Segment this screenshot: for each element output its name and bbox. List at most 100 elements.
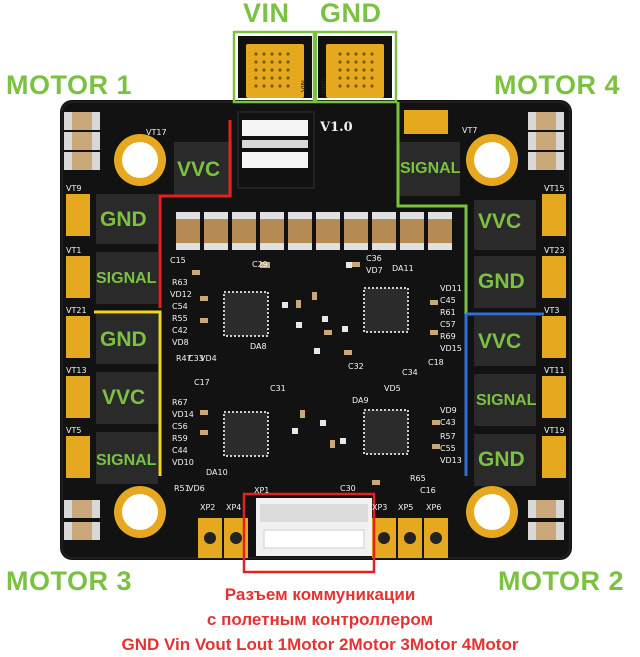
vin-pad <box>238 36 312 98</box>
part-silk: C57 <box>440 320 456 329</box>
caption-line-1: Разъем коммуникации <box>224 585 416 604</box>
part-silk: C18 <box>428 358 444 367</box>
xp4-silk: XP4 <box>226 503 242 512</box>
vt11-silk: VT11 <box>544 366 565 375</box>
part-silk: R55 <box>172 314 188 323</box>
da10-silk: DA10 <box>206 468 228 477</box>
xp6-silk: XP6 <box>426 503 442 512</box>
part-silk: VD12 <box>170 290 192 299</box>
motor-3-label: MOTOR 3 <box>6 566 133 596</box>
vt3-silk: VT3 <box>544 306 560 315</box>
part-silk: VD9 <box>440 406 457 415</box>
part-silk: VD13 <box>440 456 462 465</box>
xp5-silk: XP5 <box>398 503 414 512</box>
green-wire <box>396 102 468 314</box>
part-silk: C29 <box>252 260 268 269</box>
xp3-silk: XP3 <box>372 503 388 512</box>
red-wire <box>158 120 232 308</box>
part-silk: C16 <box>420 486 436 495</box>
part-silk: VD4 <box>200 354 217 363</box>
pad-label-right-vvc-2: VVC <box>478 330 522 353</box>
motor-2-label: MOTOR 2 <box>498 566 625 596</box>
pad-label-right-gnd-1: GND <box>478 270 525 293</box>
part-silk: VD8 <box>172 338 189 347</box>
mcu-chips <box>223 287 409 457</box>
part-silk: C36 <box>366 254 382 263</box>
vt9-silk: VT9 <box>66 184 82 193</box>
vt5-silk: VT5 <box>66 426 82 435</box>
vt7-silk: VT7 <box>462 126 478 135</box>
vt17-silk: VT17 <box>146 128 167 137</box>
caption-line-2: с полетным контроллером <box>206 610 434 629</box>
mounting-hole <box>466 134 518 186</box>
part-silk: R61 <box>440 308 456 317</box>
pad-label-right-signal: SIGNAL <box>476 392 537 409</box>
pad-label-left-gnd-2: GND <box>100 328 147 351</box>
part-silk: R67 <box>172 398 188 407</box>
part-silk: R47 <box>176 354 192 363</box>
fc-connector <box>256 498 372 556</box>
vt1-silk: VT1 <box>66 246 82 255</box>
part-silk: C42 <box>172 326 188 335</box>
part-silk: C44 <box>172 446 188 455</box>
part-silk: C30 <box>340 484 356 493</box>
part-silk: VD11 <box>440 284 462 293</box>
mounting-hole <box>466 486 518 538</box>
left-pad-column <box>66 194 90 478</box>
vt21-silk: VT21 <box>66 306 87 315</box>
pad-label-left-gnd-1: GND <box>100 208 147 231</box>
part-silk: R59 <box>172 434 188 443</box>
caption-line-3: GND Vin Vout Lout 1Motor 2Motor 3Motor 4… <box>121 635 519 654</box>
version-silk: V1.0 <box>320 120 353 135</box>
part-silk: VD10 <box>172 458 194 467</box>
pad-label-right-signal-top: SIGNAL <box>400 160 461 177</box>
part-silk: R63 <box>172 278 188 287</box>
pad-label-left-vvc: VVC <box>102 386 146 409</box>
da11-silk: DA11 <box>392 264 414 273</box>
xp1-silk: XP1 <box>254 486 270 495</box>
part-silk: R57 <box>440 432 456 441</box>
part-silk: VD14 <box>172 410 194 419</box>
vt15-silk: VT15 <box>544 184 565 193</box>
part-silk: C32 <box>348 362 364 371</box>
vin-label: VIN <box>243 0 290 28</box>
mosfets-left <box>96 142 232 484</box>
part-silk: C33 <box>188 354 204 363</box>
yellow-wire <box>94 310 162 476</box>
part-silk: VD7 <box>366 266 383 275</box>
gnd-pad-silk: GND <box>320 77 329 95</box>
part-silk: C45 <box>440 296 456 305</box>
pad-label-left-signal-2: SIGNAL <box>96 452 157 469</box>
part-silk: VD15 <box>440 344 462 353</box>
motor-1-label: MOTOR 1 <box>6 70 133 100</box>
part-silk: VD6 <box>188 484 205 493</box>
mosfets-right <box>398 142 536 486</box>
vt23-silk: VT23 <box>544 246 565 255</box>
da9-silk: DA9 <box>352 396 369 405</box>
part-silk: R69 <box>440 332 456 341</box>
part-silk: C31 <box>270 384 286 393</box>
mounting-hole <box>114 134 166 186</box>
pad-label-right-vvc-1: VVC <box>478 210 522 233</box>
corner-capacitors <box>64 112 564 540</box>
pad-label-right-gnd-2: GND <box>478 448 525 471</box>
part-silk: C15 <box>170 256 186 265</box>
part-silk: C43 <box>440 418 456 427</box>
part-silk: R65 <box>410 474 426 483</box>
part-silk: C55 <box>440 444 456 453</box>
mounting-hole <box>114 486 166 538</box>
part-silk: C17 <box>194 378 210 387</box>
motor-4-label: MOTOR 4 <box>494 70 621 100</box>
xp-pads <box>198 518 448 558</box>
capacitor-row <box>176 212 452 250</box>
gnd-pad <box>318 36 392 98</box>
right-pad-column <box>542 194 566 478</box>
vin-pad-silk: VIN <box>300 79 309 93</box>
pad-label-left-vvc-top: VVC <box>177 158 221 181</box>
da8-silk: DA8 <box>250 342 267 351</box>
part-silk: VD5 <box>384 384 401 393</box>
vt19-silk: VT19 <box>544 426 565 435</box>
part-silk: C34 <box>402 368 418 377</box>
xp2-silk: XP2 <box>200 503 216 512</box>
